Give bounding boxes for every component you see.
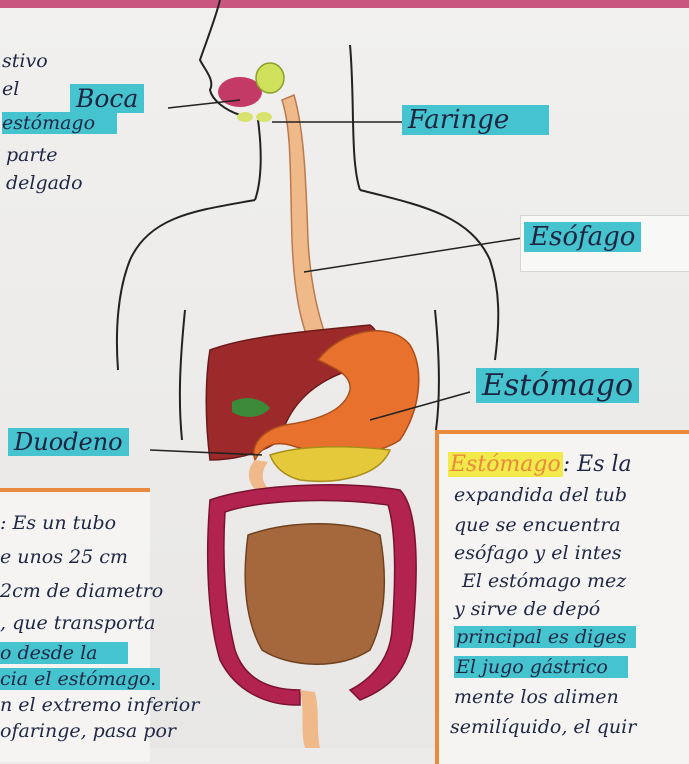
right-card-title-suffix: : Es la xyxy=(563,452,632,477)
left-fragment-1: stivo xyxy=(2,50,48,72)
esofago-pointer-line xyxy=(304,238,522,272)
label-faringe: Faringe xyxy=(402,105,549,135)
label-boca: Boca xyxy=(70,84,144,113)
neck-left-outline xyxy=(255,120,261,200)
right-text-card xyxy=(435,430,689,764)
right-card-title-line: Estómago: Es la xyxy=(448,452,632,477)
left-fragment-3: estómago xyxy=(2,112,117,134)
label-esofago: Esófago xyxy=(524,222,641,252)
right-card-title: Estómago xyxy=(448,452,563,477)
right-card-line-7: El jugo gástrico xyxy=(454,656,628,678)
left-card-line-5: o desde la xyxy=(0,642,128,664)
small-intestine-shape xyxy=(245,524,384,665)
label-estomago: Estómago xyxy=(476,368,639,403)
left-card-line-3: 2cm de diametro xyxy=(0,580,163,602)
left-fragment-5: delgado xyxy=(6,172,83,194)
teeth-shape-2 xyxy=(256,112,272,122)
nasal-shape xyxy=(256,63,284,93)
pancreas-shape xyxy=(270,447,390,482)
tongue-shape xyxy=(218,77,262,107)
left-card-line-8: ofaringe, pasa por xyxy=(0,720,176,742)
neck-right-outline xyxy=(350,45,360,190)
torso-left-outline xyxy=(180,310,185,440)
right-card-line-5: y sirve de depó xyxy=(454,598,600,620)
left-fragment-2: el xyxy=(2,78,19,100)
rectum-shape xyxy=(300,690,320,748)
right-card-line-9: semilíquido, el quir xyxy=(450,716,636,738)
left-card-line-4: , que transporta xyxy=(0,612,155,634)
label-duodeno: Duodeno xyxy=(8,428,129,456)
right-card-line-3: esófago y el intes xyxy=(454,542,622,564)
teeth-shape-1 xyxy=(237,112,253,122)
esophagus-shape xyxy=(282,95,332,360)
right-card-line-6: principal es diges xyxy=(454,626,636,648)
torso-right-outline xyxy=(435,310,439,430)
right-card-line-8: mente los alimen xyxy=(454,686,619,708)
right-card-line-2: que se encuentra xyxy=(454,514,621,536)
left-card-line-2: e unos 25 cm xyxy=(0,546,128,568)
duodenum-shape xyxy=(249,460,268,492)
left-card-line-7: n el extremo inferior xyxy=(0,694,199,716)
left-fragment-4: parte xyxy=(6,144,57,166)
left-card-line-6: cia el estómago. xyxy=(0,668,160,690)
left-card-line-1: : Es un tubo xyxy=(0,512,116,534)
right-card-line-4: El estómago mez xyxy=(462,570,626,592)
right-card-line-1: expandida del tub xyxy=(454,484,627,506)
